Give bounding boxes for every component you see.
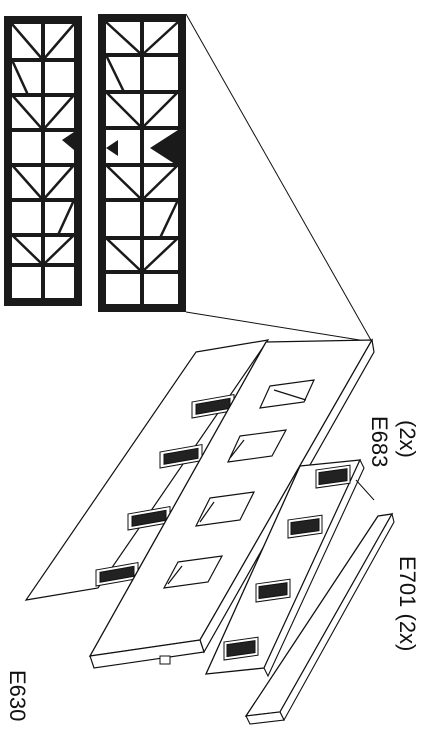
sprue-frame-right: [98, 14, 186, 312]
window-opening-3: [194, 491, 256, 527]
window-opening-4: [162, 555, 224, 589]
window-opening-2: [226, 429, 288, 463]
front-slab-windows: [162, 379, 315, 589]
leader-lines: [185, 13, 373, 343]
grille-unit-2: [287, 514, 323, 539]
back-panel-grilles: [95, 394, 235, 587]
label-sub-count: (2x): [395, 420, 420, 458]
side-strip-e701: [244, 512, 395, 725]
grille-unit-1: [315, 464, 351, 489]
label-side-part: E701 (2x): [395, 556, 420, 651]
slab-stud: [159, 655, 171, 665]
window-opening-1: [259, 379, 315, 409]
grille-strip-e683: [204, 458, 375, 678]
label-sub-part: E683: [367, 416, 392, 467]
grille-unit-4: [223, 636, 259, 661]
grille-unit-3: [255, 578, 291, 603]
sprue-frame-left: [4, 16, 82, 306]
label-main-part: E630: [5, 670, 30, 721]
